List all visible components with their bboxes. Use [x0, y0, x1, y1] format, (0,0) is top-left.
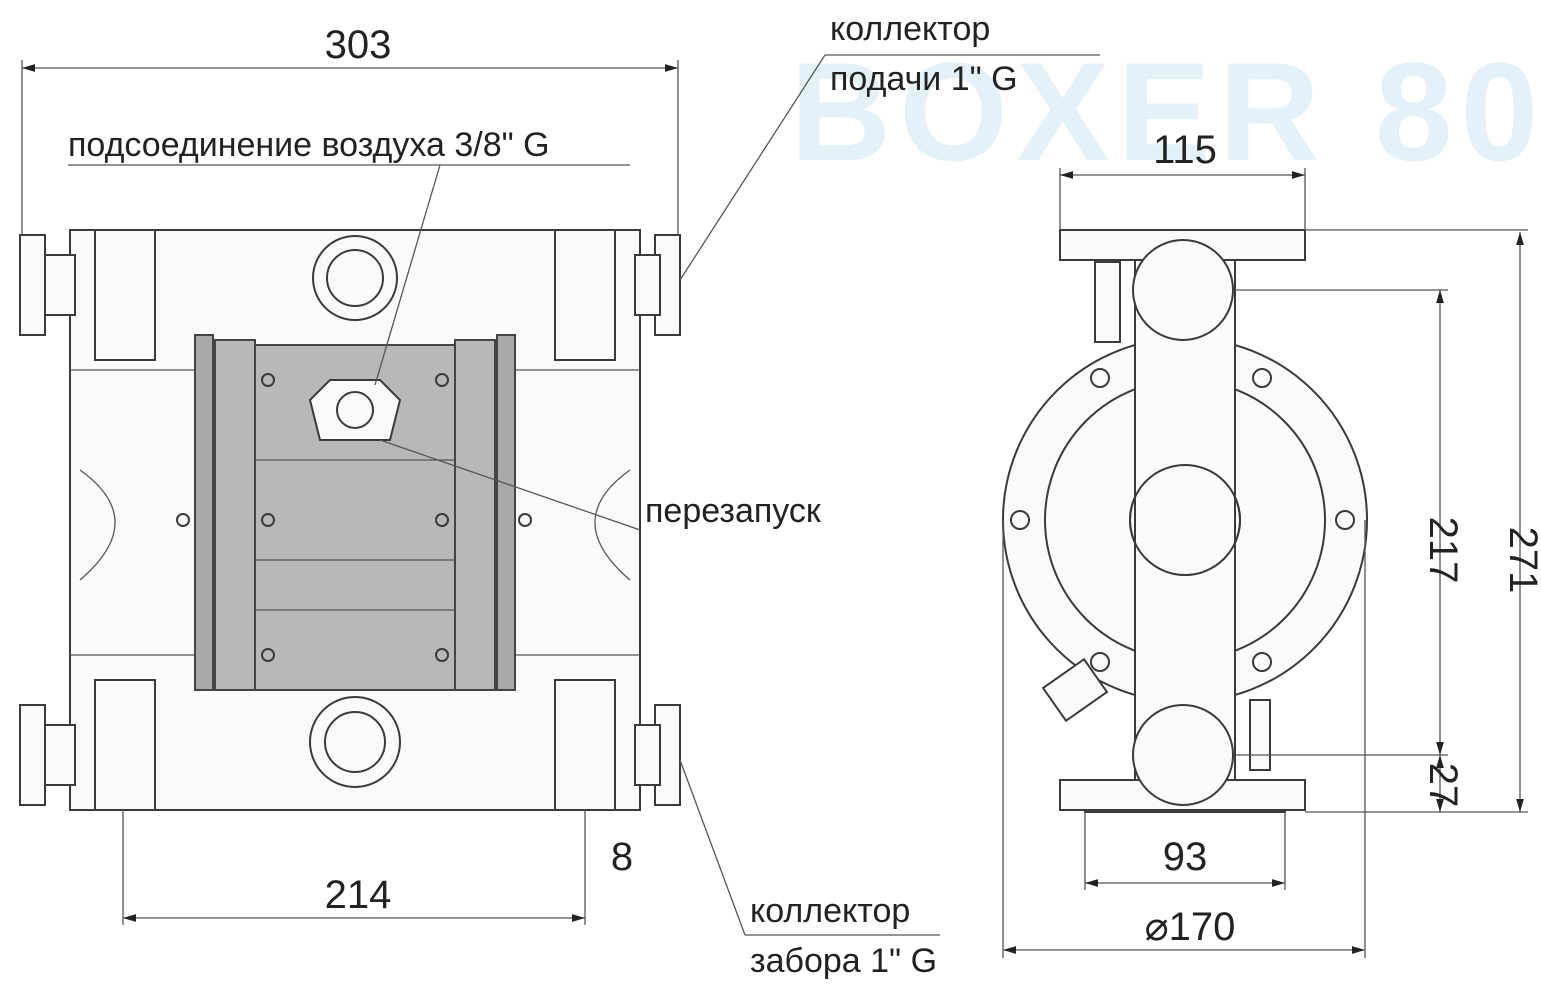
manifold-post [94, 229, 156, 361]
port-neck [44, 724, 76, 786]
dim-overall-width: 303 [325, 23, 392, 67]
side-view [1002, 229, 1368, 813]
dim-base-spacing: 93 [1163, 835, 1208, 879]
port-neck [634, 254, 661, 316]
manifold-post [554, 229, 616, 361]
dimension-lines [21, 54, 1528, 958]
port-neck [634, 724, 661, 786]
top-ball [1132, 239, 1234, 341]
air-connection-label: подсоединение воздуха 3/8" G [68, 126, 550, 164]
dim-diameter: ⌀170 [1145, 905, 1236, 949]
dim-overall-height: 271 [1501, 527, 1541, 594]
bottom-port [309, 696, 401, 788]
center-column [1134, 259, 1236, 781]
dim-base-height: 27 [1421, 763, 1465, 808]
dim-flange-width: 115 [1153, 128, 1217, 172]
manifold-post [554, 679, 616, 811]
manifold-post [94, 679, 156, 811]
dimension-labels: 303 115 271 217 27 93 ⌀170 214 8 [325, 23, 1541, 949]
diaphragm-cover-right [454, 339, 496, 691]
dim-foot-spacing: 214 [325, 873, 392, 917]
dim-port-spacing: 217 [1421, 517, 1465, 584]
port-neck [44, 254, 76, 316]
diaphragm-cover-left [214, 339, 256, 691]
outlet-label-1: коллектор [830, 10, 990, 48]
front-view [19, 229, 681, 811]
watermark: BOXER 80 [790, 33, 1541, 190]
callouts: коллектор подачи 1" G подсоединение возд… [68, 10, 1018, 980]
bottom-ball [1132, 704, 1234, 806]
air-valve [308, 379, 402, 441]
inlet-label-1: коллектор [750, 892, 910, 930]
top-port [312, 235, 398, 321]
outlet-label-2: подачи 1" G [830, 60, 1018, 98]
inlet-label-2: забора 1" G [750, 942, 937, 980]
restart-label: перезапуск [645, 492, 822, 530]
port-flange [19, 234, 46, 336]
port-flange [19, 704, 46, 806]
dim-offset: 8 [611, 835, 633, 879]
